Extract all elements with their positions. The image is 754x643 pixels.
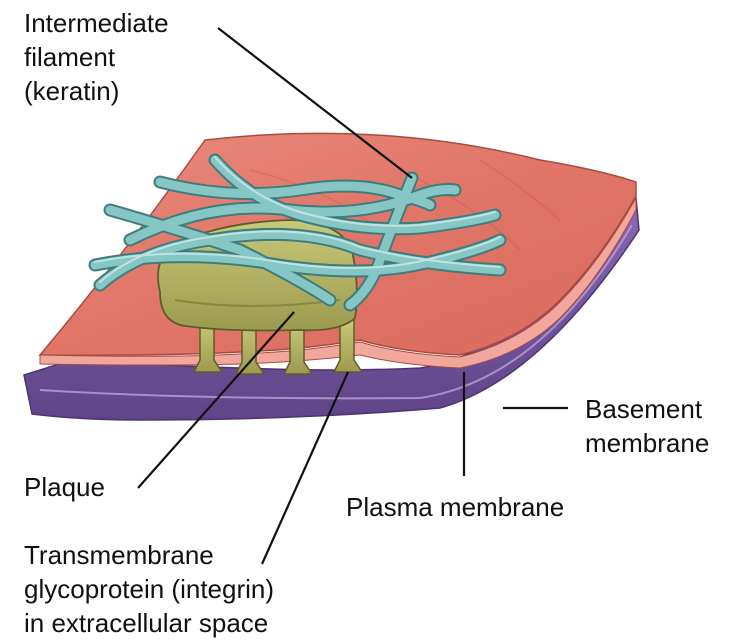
label-intermediate-filament: Intermediate filament (keratin) <box>24 6 169 108</box>
label-intermediate-filament-line-1: Intermediate <box>24 6 169 40</box>
label-basement-membrane-line-2: membrane <box>585 426 709 460</box>
label-plasma-membrane-line-1: Plasma membrane <box>346 490 564 524</box>
label-intermediate-filament-line-3: (keratin) <box>24 74 169 108</box>
label-transmembrane-glycoprotein: Transmembrane glycoprotein (integrin) in… <box>24 538 274 640</box>
label-basement-membrane-line-1: Basement <box>585 392 709 426</box>
label-transmembrane-glycoprotein-line-3: in extracellular space <box>24 606 274 640</box>
label-transmembrane-glycoprotein-line-2: glycoprotein (integrin) <box>24 572 274 606</box>
label-intermediate-filament-line-2: filament <box>24 40 169 74</box>
label-plaque-line-1: Plaque <box>24 470 105 504</box>
label-plaque: Plaque <box>24 470 105 504</box>
label-plasma-membrane: Plasma membrane <box>346 490 564 524</box>
label-basement-membrane: Basement membrane <box>585 392 709 460</box>
label-transmembrane-glycoprotein-line-1: Transmembrane <box>24 538 274 572</box>
